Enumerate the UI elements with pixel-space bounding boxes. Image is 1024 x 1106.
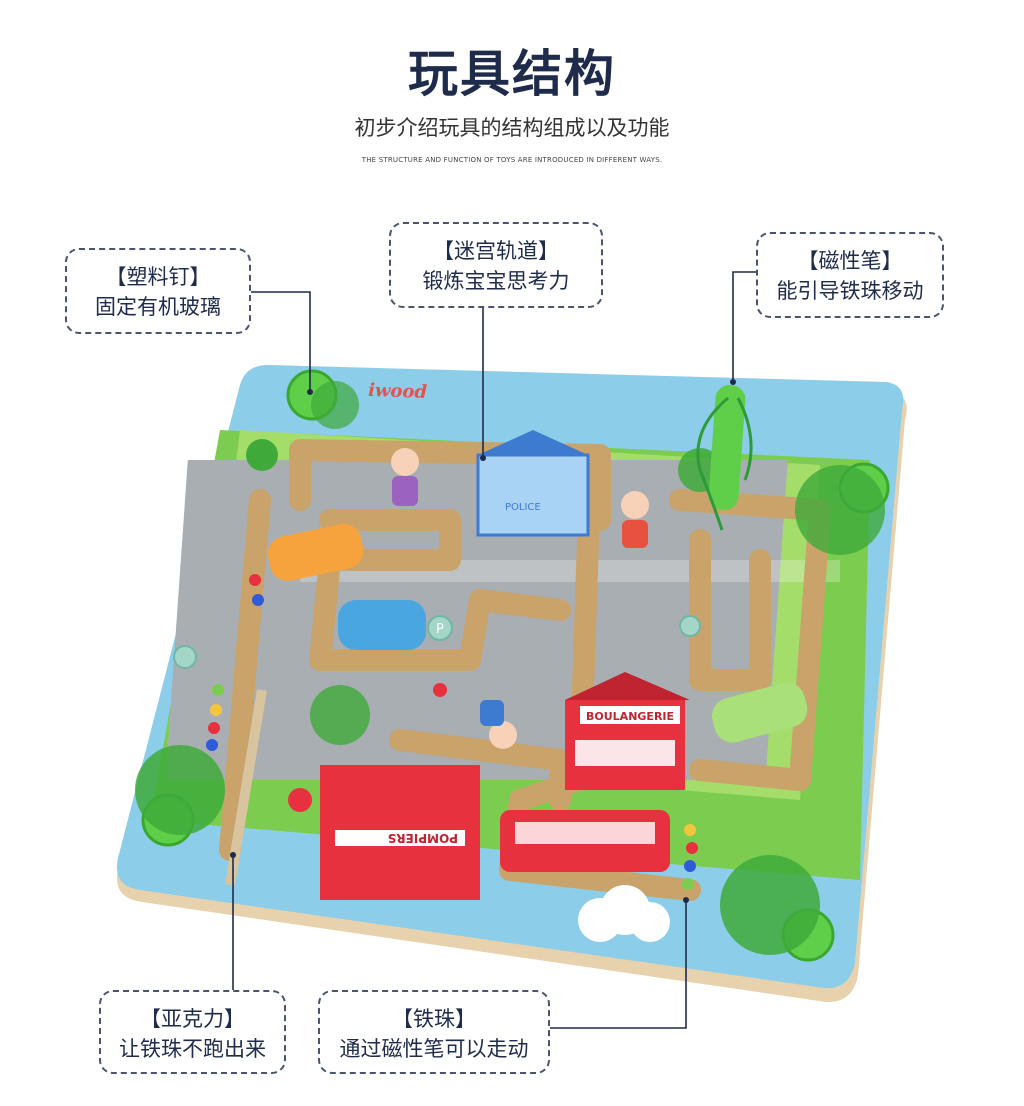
callout-plastic-nail: 【塑料钉】 固定有机玻璃 (65, 248, 251, 334)
english-caption: THE STRUCTURE AND FUNCTION OF TOYS ARE I… (361, 156, 663, 164)
callout-acrylic: 【亚克力】 让铁珠不跑出来 (99, 990, 286, 1074)
callout-plastic-nail-desc: 固定有机玻璃 (95, 295, 221, 319)
callout-iron-beads-title: 【铁珠】 (392, 1007, 476, 1031)
bakery-sign: BOULANGERIE (586, 710, 674, 723)
callout-maze-track-desc: 锻炼宝宝思考力 (422, 269, 570, 293)
callout-iron-beads-desc: 通过磁性笔可以走动 (339, 1037, 529, 1061)
fire-station-sign: POMPIERS (388, 831, 458, 845)
callout-iron-beads: 【铁珠】 通过磁性笔可以走动 (318, 990, 550, 1074)
page-subtitle: 初步介绍玩具的结构组成以及功能 (354, 116, 670, 140)
callout-magnetic-pen-title: 【磁性笔】 (797, 249, 903, 273)
callout-maze-track-title: 【迷宫轨道】 (433, 239, 559, 263)
brand-logo: iwood (368, 380, 428, 403)
callout-maze-track: 【迷宫轨道】 锻炼宝宝思考力 (389, 222, 603, 308)
callout-magnetic-pen: 【磁性笔】 能引导铁珠移动 (756, 232, 944, 318)
page-title: 玩具结构 (408, 45, 616, 103)
callout-plastic-nail-title: 【塑料钉】 (105, 265, 211, 289)
callout-acrylic-desc: 让铁珠不跑出来 (119, 1037, 266, 1061)
police-label: POLICE (505, 502, 541, 513)
callout-magnetic-pen-desc: 能引导铁珠移动 (776, 279, 924, 303)
callout-acrylic-title: 【亚克力】 (140, 1007, 245, 1031)
parking-sign: P (436, 622, 444, 637)
